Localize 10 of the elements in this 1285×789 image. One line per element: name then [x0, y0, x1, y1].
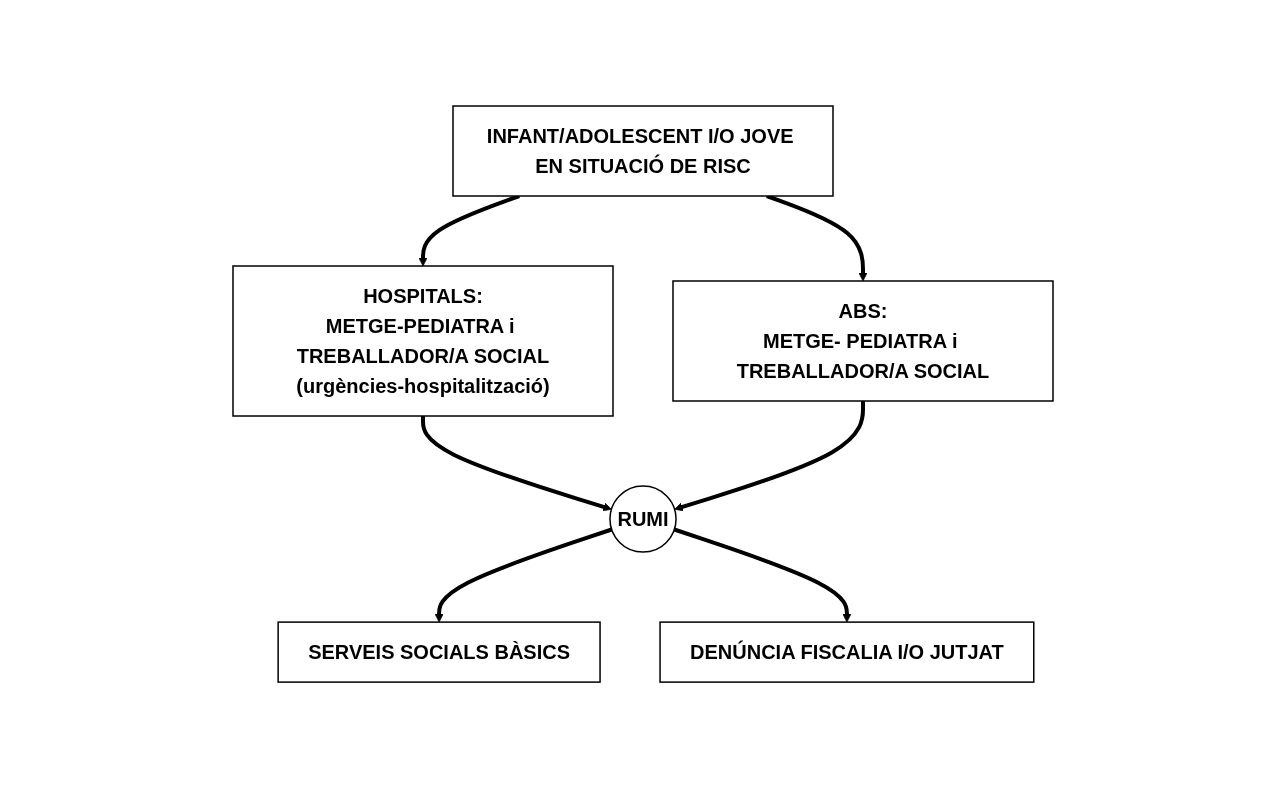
- arrow: [420, 416, 612, 512]
- arrow: [673, 401, 865, 512]
- node-box: DENÚNCIA FISCALIA I/O JUTJAT: [658, 621, 1034, 684]
- node-box: INFANT/ADOLESCENT I/O JOVE EN SITUACIÓ DE RISC: [451, 105, 834, 198]
- arrow: [434, 528, 612, 623]
- arrow: [673, 528, 851, 623]
- node-box: ABS: METGE- PEDIATRA i TREBALLADOR/A SOCIAL: [671, 280, 1054, 403]
- node-box: SERVEIS SOCIALS BÀSICS: [276, 621, 601, 684]
- node-box: HOSPITALS: METGE-PEDIATRA i TREBALLADOR/A SOCIAL (urgències-hospitalització): [231, 265, 614, 418]
- node-circle: RUMI: [608, 485, 677, 554]
